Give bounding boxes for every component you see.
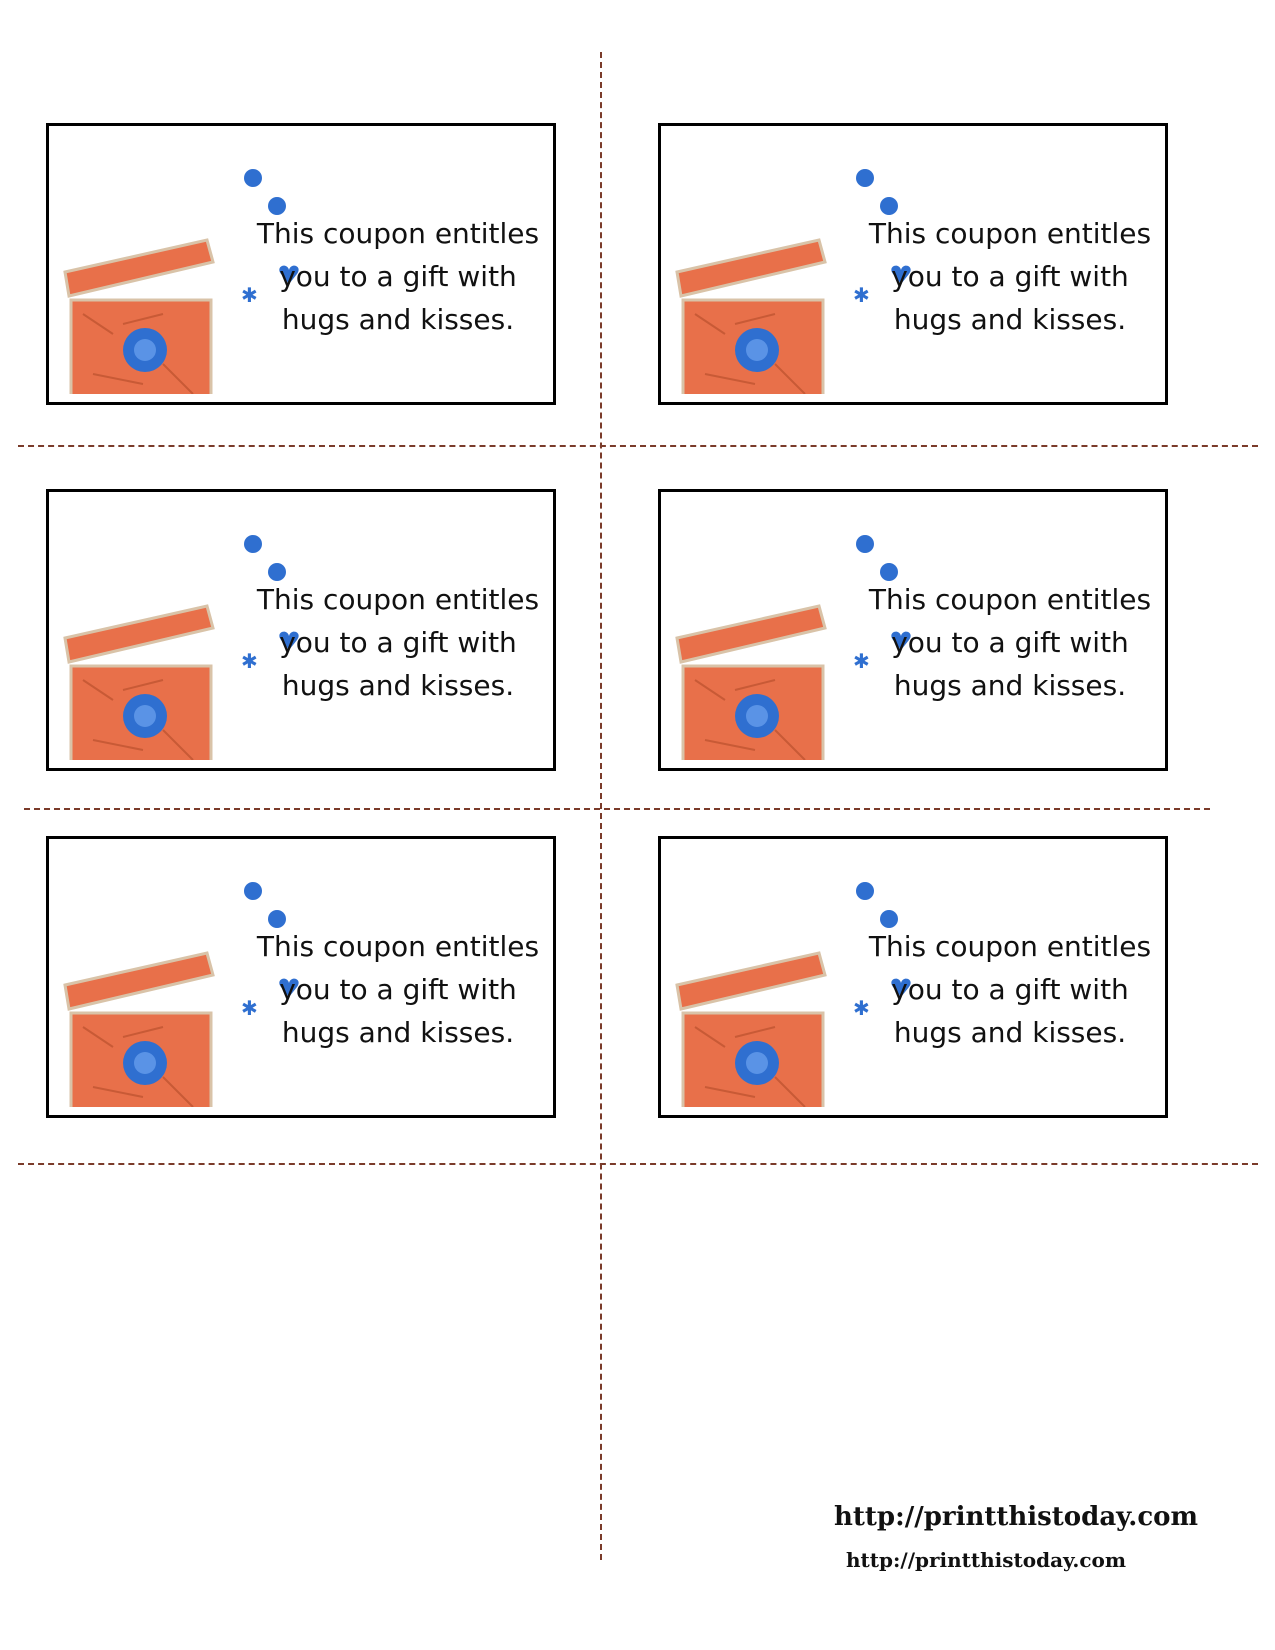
gift-box-icon: ✱ <box>63 882 299 1107</box>
coupon-text: This coupon entitles you to a gift with … <box>256 583 540 702</box>
gift-box-icon: ✱ <box>675 882 911 1107</box>
svg-text:✱: ✱ <box>241 996 258 1020</box>
gift-box-icon: ✱ <box>63 169 299 394</box>
horizontal-cut-line <box>18 1163 1258 1165</box>
horizontal-cut-line <box>24 808 1210 810</box>
svg-text:✱: ✱ <box>241 649 258 673</box>
coupon-card: ✱ This coupon entitles you to a gift wit… <box>658 489 1168 771</box>
svg-text:✱: ✱ <box>853 283 870 307</box>
coupon-text: This coupon entitles you to a gift with … <box>256 217 540 336</box>
coupon-card: ✱ This coupon entitles you to a gift wit… <box>658 836 1168 1118</box>
gift-box-icon: ✱ <box>63 535 299 760</box>
horizontal-cut-line <box>18 445 1258 447</box>
coupon-text: This coupon entitles you to a gift with … <box>868 217 1152 336</box>
footer-url[interactable]: http://printthistoday.com <box>834 1502 1199 1532</box>
coupon-text: This coupon entitles you to a gift with … <box>868 930 1152 1049</box>
gift-box-icon: ✱ <box>675 169 911 394</box>
coupon-text: This coupon entitles you to a gift with … <box>868 583 1152 702</box>
coupon-card: ✱ This coupon entitles you to a gift wit… <box>46 836 556 1118</box>
gift-box-icon: ✱ <box>675 535 911 760</box>
vertical-cut-line <box>600 52 602 1560</box>
footer-url-small[interactable]: http://printthistoday.com <box>846 1548 1127 1572</box>
coupon-text: This coupon entitles you to a gift with … <box>256 930 540 1049</box>
coupon-card: ✱ This coupon entitles you to a gift wit… <box>658 123 1168 405</box>
svg-text:✱: ✱ <box>853 996 870 1020</box>
svg-text:✱: ✱ <box>853 649 870 673</box>
coupon-card: ✱ This coupon entitles you to a gift wit… <box>46 489 556 771</box>
coupon-card: ✱ This coupon entitles you to a gift wit… <box>46 123 556 405</box>
svg-text:✱: ✱ <box>241 283 258 307</box>
